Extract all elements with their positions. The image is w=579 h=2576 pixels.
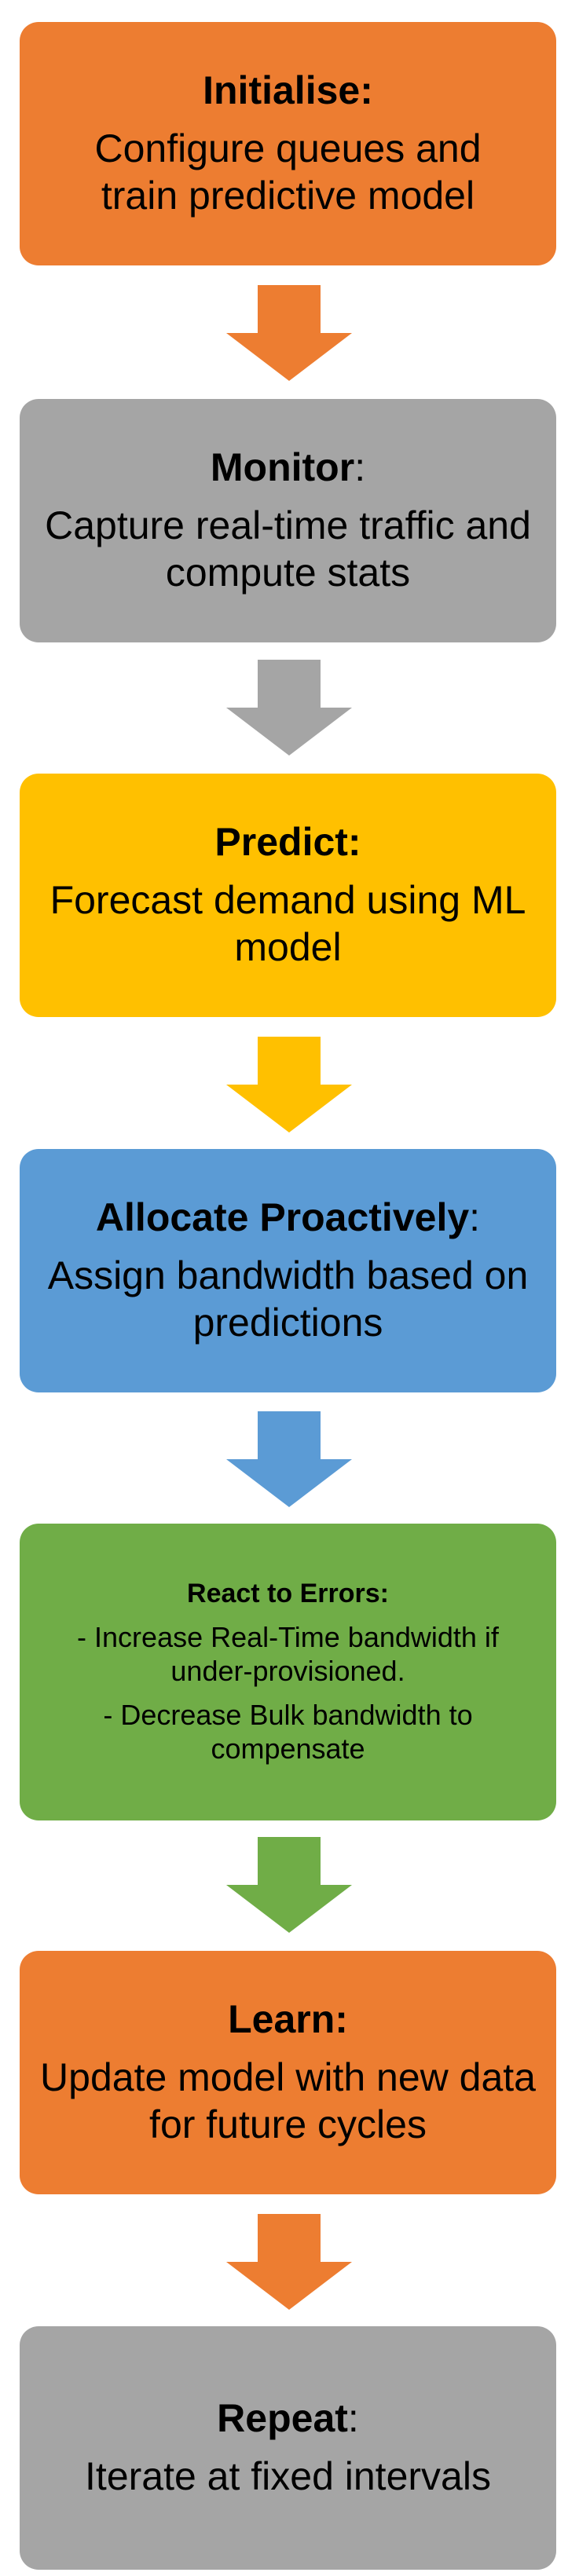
- down-arrow-icon: [226, 285, 352, 381]
- step-title: Monitor:: [210, 445, 366, 490]
- down-arrow-icon: [226, 1837, 352, 1933]
- step-description: Assign bandwidth based on predictions: [47, 1253, 529, 1345]
- step-react-box: React to Errors: - Increase Real-Time ba…: [20, 1524, 556, 1820]
- step-description: - Increase Real-Time bandwidth if under-…: [35, 1620, 541, 1766]
- step-learn-box: Learn: Update model with new data for fu…: [20, 1951, 556, 2194]
- step-description: Configure queues and train predictive mo…: [94, 126, 482, 218]
- down-arrow-icon: [226, 660, 352, 756]
- down-arrow-icon: [226, 2214, 352, 2310]
- step-predict-box: Predict: Forecast demand using ML model: [20, 774, 556, 1017]
- step-initialise-box: Initialise: Configure queues and train p…: [20, 22, 556, 265]
- step-bullet: - Decrease Bulk bandwidth to compensate: [103, 1698, 473, 1765]
- step-description: Update model with new data for future cy…: [40, 2055, 536, 2146]
- down-arrow-icon: [226, 1037, 352, 1132]
- step-repeat-box: Repeat: Iterate at fixed intervals: [20, 2326, 556, 2570]
- step-title: Predict:: [214, 820, 361, 865]
- step-bullet: - Increase Real-Time bandwidth if under-…: [77, 1621, 499, 1688]
- step-title: Learn:: [228, 1997, 348, 2042]
- step-title: Initialise:: [203, 68, 373, 113]
- down-arrow-icon: [226, 1411, 352, 1507]
- step-allocate-box: Allocate Proactively: Assign bandwidth b…: [20, 1149, 556, 1392]
- step-title: Allocate Proactively:: [95, 1195, 481, 1240]
- step-description: Capture real-time traffic and compute st…: [45, 503, 531, 595]
- step-description: Iterate at fixed intervals: [85, 2453, 491, 2498]
- step-monitor-box: Monitor: Capture real-time traffic and c…: [20, 399, 556, 642]
- step-description: Forecast demand using ML model: [49, 877, 526, 969]
- step-title: React to Errors:: [187, 1579, 389, 1609]
- step-title: Repeat:: [217, 2396, 359, 2441]
